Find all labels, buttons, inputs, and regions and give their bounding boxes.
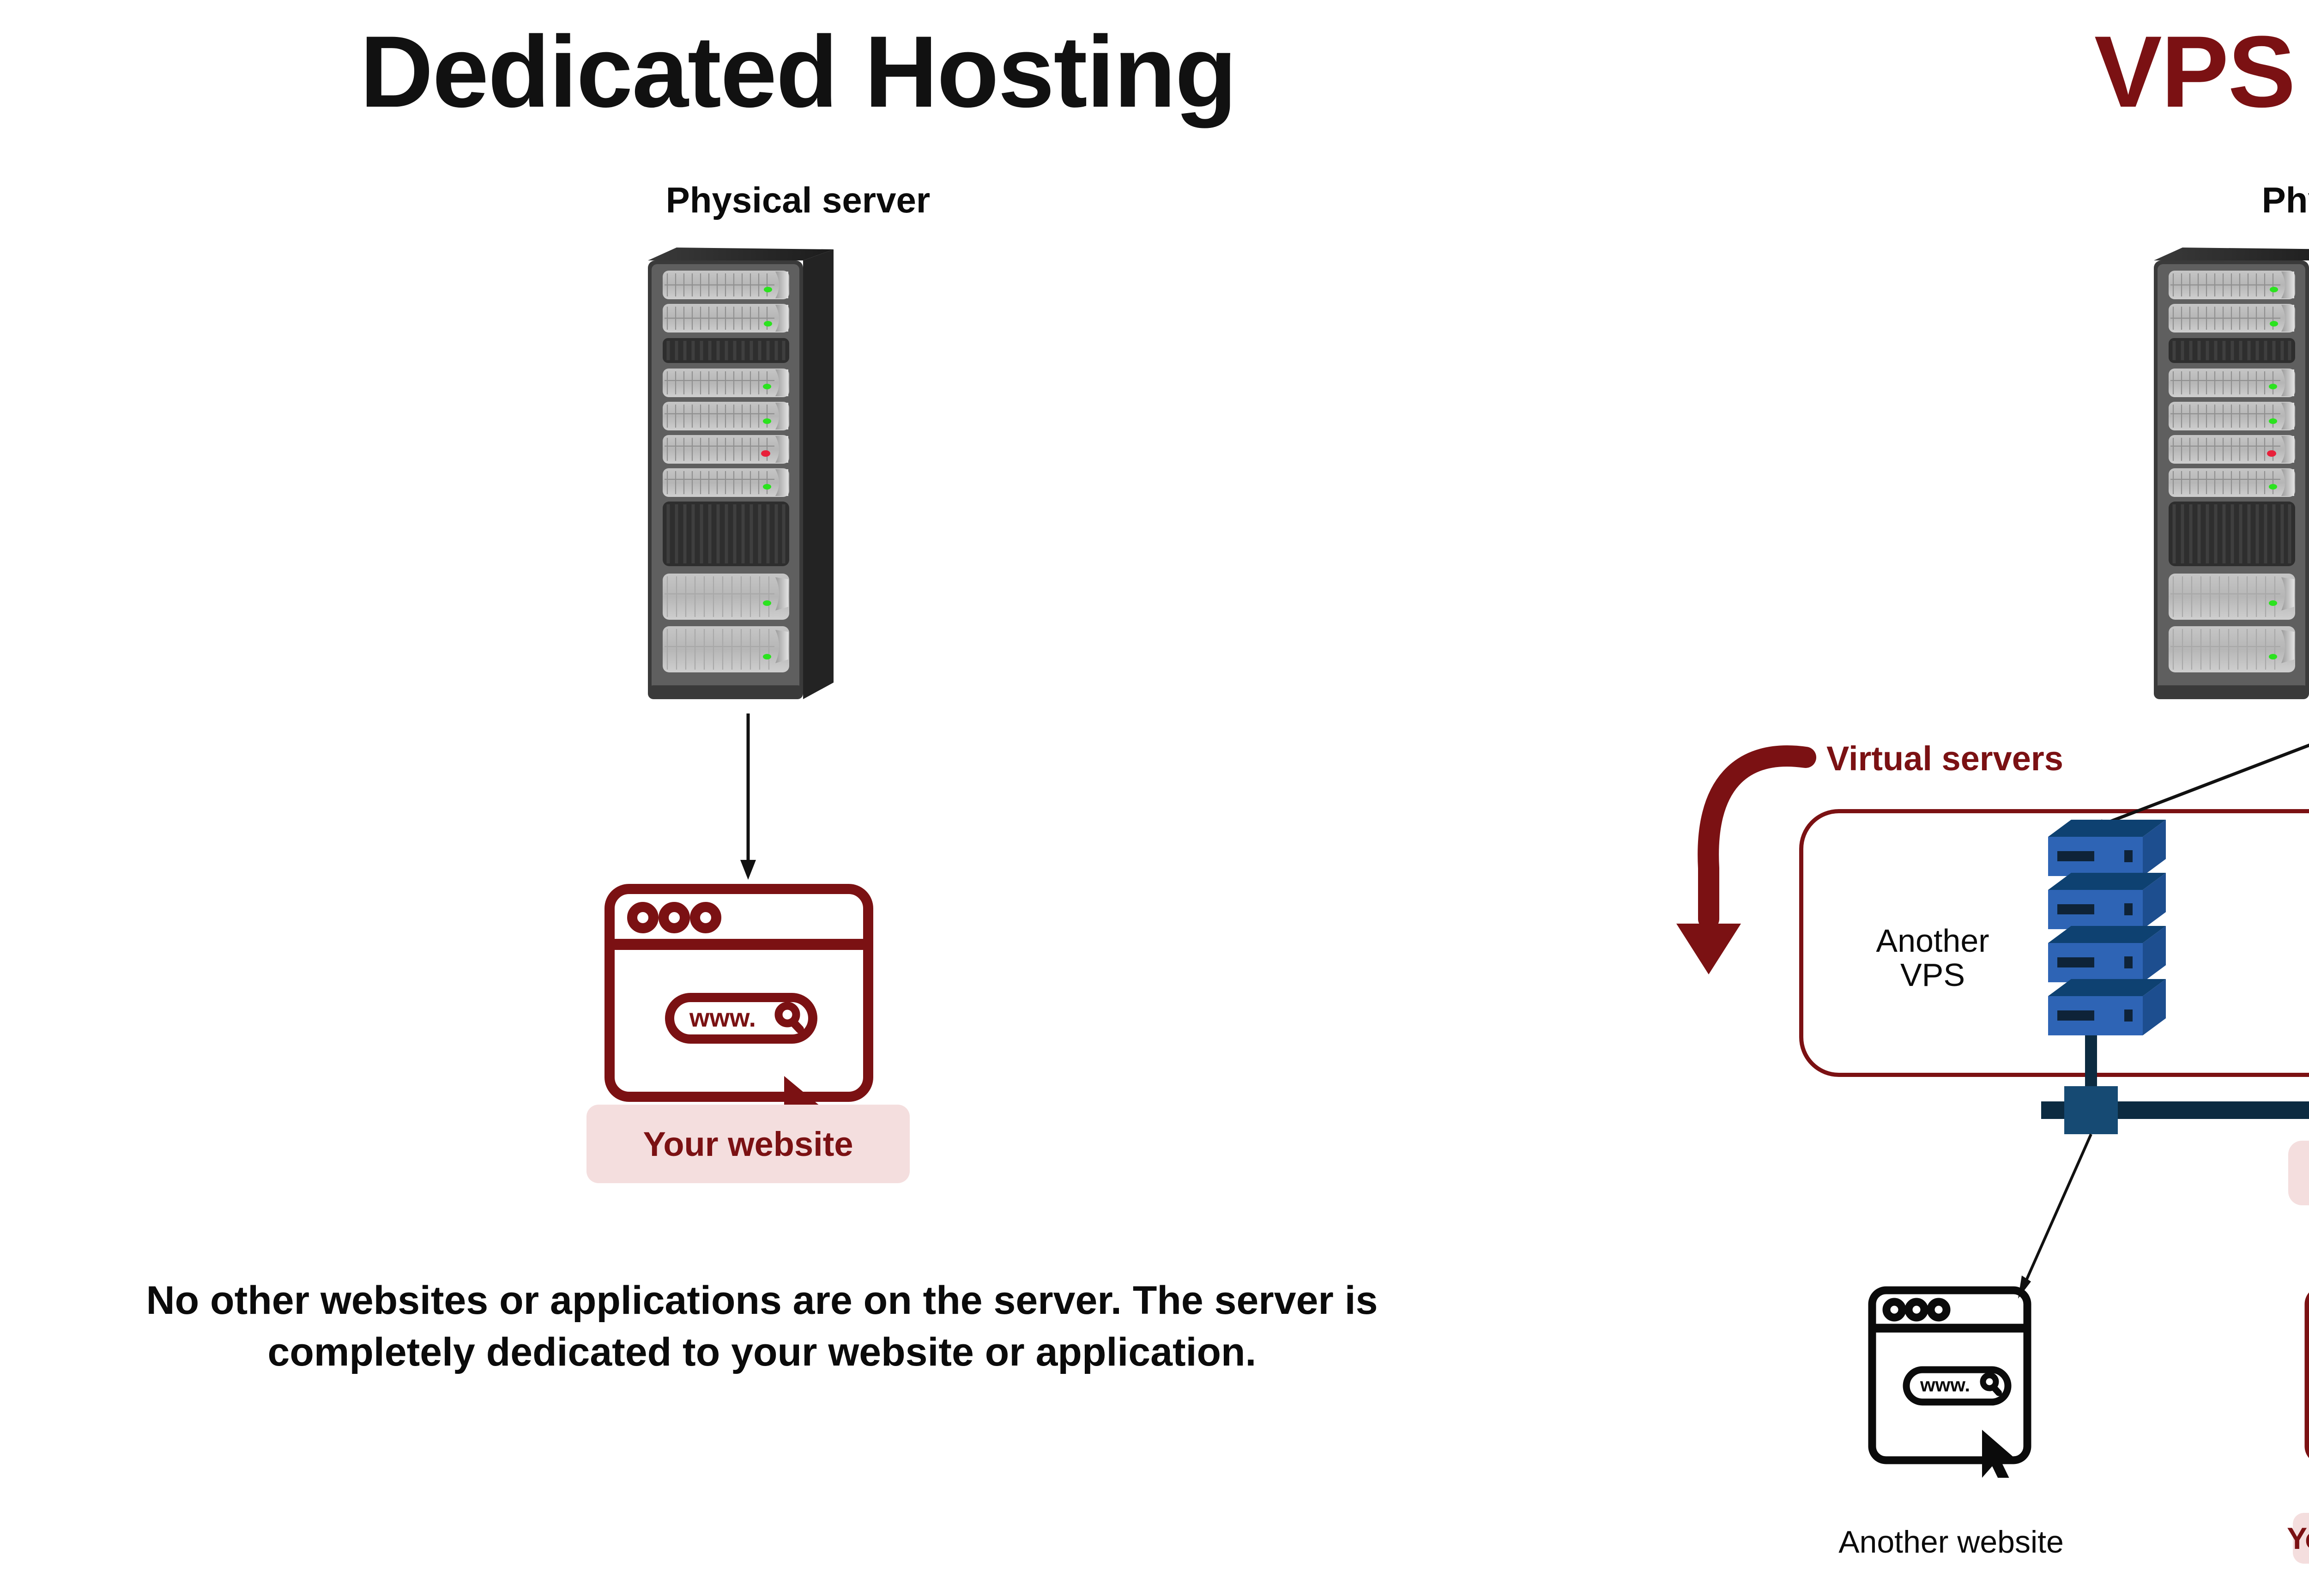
physical-server-label-right: Physical server xyxy=(2261,180,2309,220)
vps-label-left-line1: Another xyxy=(1876,923,1989,959)
browser-url-text: www. xyxy=(1920,1374,1970,1396)
dedicated-description-text: No other websites or applications are on… xyxy=(146,1278,1378,1374)
server-tower-icon xyxy=(2150,244,2309,733)
virtual-servers-container xyxy=(1799,809,2309,1077)
site-label-another-left: Another website xyxy=(1838,1524,2064,1560)
mouse-cursor-icon xyxy=(1982,1430,2017,1478)
virtual-servers-label: Virtual servers xyxy=(1826,739,2063,778)
physical-server-label-left: Physical server xyxy=(665,180,931,220)
browser-window-icon: www. xyxy=(1866,1284,2037,1478)
dedicated-hosting-panel: Dedicated Hosting Physical server xyxy=(146,15,1378,1374)
browser-url-text-left: www. xyxy=(689,1003,756,1032)
your-website-badge-left: Your website xyxy=(586,1105,910,1183)
browser-window-icon: www. xyxy=(2302,1284,2309,1478)
browser-window-icon: www. xyxy=(600,880,877,1106)
page-title-dedicated: Dedicated Hosting xyxy=(360,15,1237,128)
your-website-badge-right-label: Your website xyxy=(2287,1521,2309,1555)
your-website-badge-left-label: Your website xyxy=(643,1124,853,1163)
vps-label-left-line2: VPS xyxy=(1900,957,1965,993)
server-tower-icon xyxy=(644,244,838,733)
mouse-cursor-icon xyxy=(784,1076,820,1106)
vps-label-left: Another VPS xyxy=(1840,924,2025,992)
your-vps-badge: Your VPS xyxy=(2288,1141,2309,1205)
vps-hosting-panel: VPS Hosting Physical server xyxy=(1596,0,2309,1596)
your-website-badge-right: Your website xyxy=(2287,1513,2309,1564)
page-title-vps: VPS Hosting xyxy=(2094,15,2309,128)
